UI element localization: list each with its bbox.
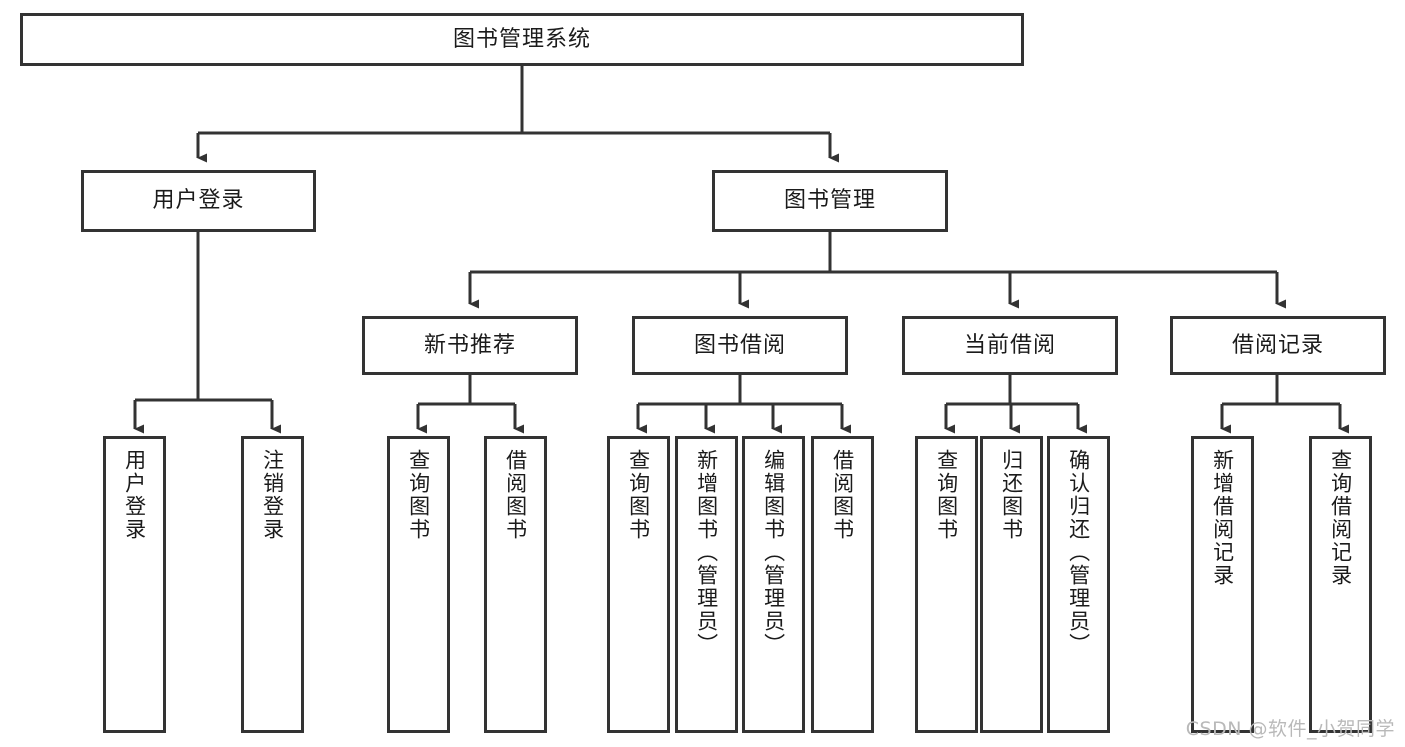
leaf-user-login[interactable]: 用户登录 [103,436,166,733]
node-current-borrow[interactable]: 当前借阅 [902,316,1118,375]
leaf-logout[interactable]: 注销登录 [241,436,304,733]
leaf-current-return-book[interactable]: 归还图书 [980,436,1043,733]
node-label: 查询图书 [406,449,431,541]
node-label: 借阅图书 [830,449,855,541]
edges-user-login-to-leaves [133,232,281,434]
node-label: 查询图书 [626,449,651,541]
node-label: 查询图书 [934,449,959,541]
node-label: 用户登录 [122,449,147,541]
edges-borrow-record-to-leaves [1220,375,1349,434]
leaf-current-confirm-return-admin[interactable]: 确认归还（管理员） [1047,436,1110,733]
leaf-borrow-add-book-admin[interactable]: 新增图书（管理员） [675,436,738,733]
leaf-borrow-borrow-book[interactable]: 借阅图书 [811,436,874,733]
node-label: 查询借阅记录 [1328,449,1353,587]
leaf-borrow-query-book[interactable]: 查询图书 [607,436,670,733]
node-label: 归还图书 [999,449,1024,541]
leaf-current-query-book[interactable]: 查询图书 [915,436,978,733]
node-label: 图书借阅 [693,332,786,358]
node-new-book-recommend[interactable]: 新书推荐 [362,316,578,375]
node-label: 图书管理系统 [452,26,591,52]
node-label: 用户登录 [152,188,245,214]
edges-current-borrow-to-leaves [944,375,1087,434]
node-label: 编辑图书（管理员） [761,449,786,656]
node-label: 新书推荐 [423,332,516,358]
node-label: 新增借阅记录 [1210,449,1235,587]
edges-new-book-to-leaves [416,375,524,434]
leaf-newbook-query-book[interactable]: 查询图书 [387,436,450,733]
node-label: 图书管理 [783,188,876,214]
leaf-borrow-edit-book-admin[interactable]: 编辑图书（管理员） [742,436,805,733]
node-label: 当前借阅 [963,332,1056,358]
leaf-record-query-borrow-record[interactable]: 查询借阅记录 [1309,436,1372,733]
node-label: 借阅记录 [1231,332,1324,358]
node-borrow-record[interactable]: 借阅记录 [1170,316,1386,375]
node-label: 注销登录 [260,449,285,541]
node-label: 确认归还（管理员） [1066,449,1091,656]
edges-book-mgmt-to-level3 [468,232,1286,309]
node-book-borrow[interactable]: 图书借阅 [632,316,848,375]
node-label: 新增图书（管理员） [694,449,719,656]
node-label: 借阅图书 [503,449,528,541]
node-root-system[interactable]: 图书管理系统 [20,13,1024,66]
node-user-login[interactable]: 用户登录 [81,170,316,232]
edges-root-to-level2 [196,66,839,163]
edges-book-borrow-to-leaves [636,375,851,434]
leaf-newbook-borrow-book[interactable]: 借阅图书 [484,436,547,733]
node-book-management[interactable]: 图书管理 [712,170,948,232]
leaf-record-add-borrow-record[interactable]: 新增借阅记录 [1191,436,1254,733]
